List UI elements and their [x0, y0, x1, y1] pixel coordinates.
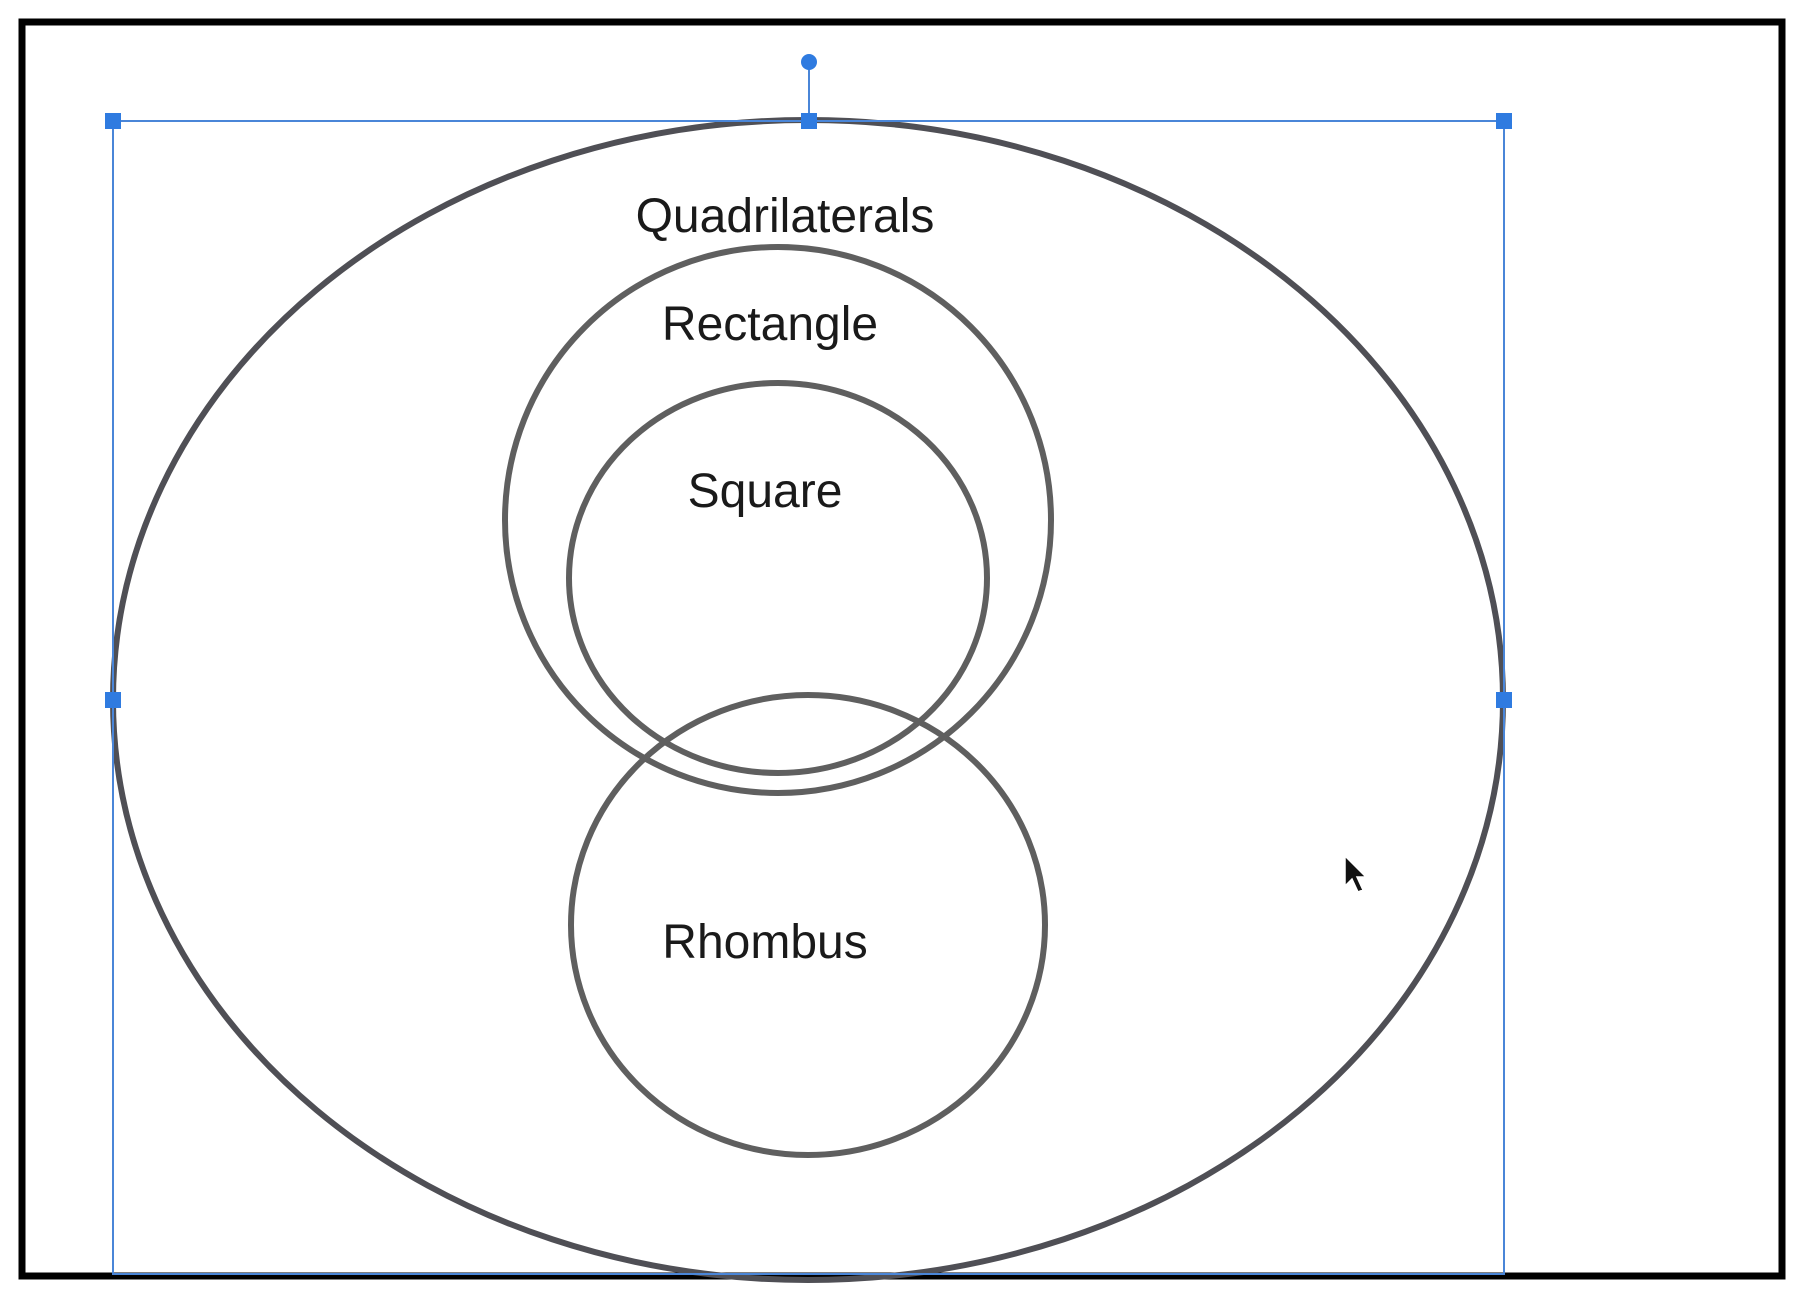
square-label: Square — [688, 465, 843, 518]
rectangle-label: Rectangle — [662, 298, 878, 351]
rotation-handle-icon[interactable] — [801, 54, 817, 70]
square-circle[interactable] — [566, 380, 990, 776]
rhombus-circle[interactable] — [568, 692, 1048, 1158]
rectangle-circle[interactable] — [502, 244, 1054, 796]
resize-handle-icon[interactable] — [801, 113, 817, 129]
mouse-pointer-icon — [1344, 854, 1368, 893]
rhombus-label: Rhombus — [662, 916, 867, 969]
resize-handle-icon[interactable] — [1496, 692, 1512, 708]
selection-box — [105, 54, 1512, 1275]
resize-handle-icon[interactable] — [105, 692, 121, 708]
quadrilaterals-label: Quadrilaterals — [636, 190, 935, 243]
resize-handle-icon[interactable] — [105, 113, 121, 129]
resize-handle-icon[interactable] — [1496, 113, 1512, 129]
canvas-frame — [18, 18, 1786, 1280]
